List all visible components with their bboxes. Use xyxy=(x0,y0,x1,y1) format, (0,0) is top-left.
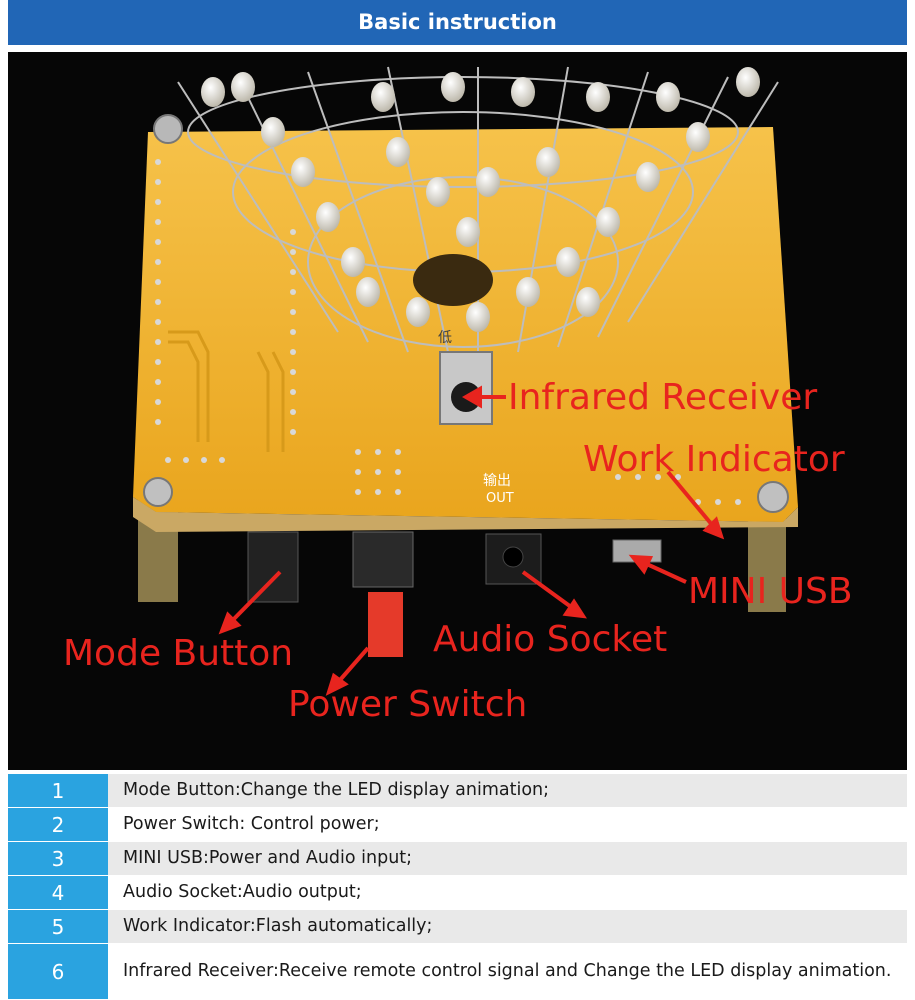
instruction-table: 1 Mode Button:Change the LED display ani… xyxy=(8,774,907,1000)
row-number: 4 xyxy=(8,876,108,909)
board-output-en: OUT xyxy=(486,491,514,506)
callout-power-switch: Power Switch xyxy=(288,684,528,725)
page-title: Basic instruction xyxy=(358,10,557,34)
pin-header xyxy=(155,159,741,505)
led-wireframe xyxy=(177,66,779,353)
board-low-mark: 低 xyxy=(438,330,452,346)
row-number: 3 xyxy=(8,842,108,875)
screw-icon xyxy=(757,481,789,513)
power-switch-housing xyxy=(352,531,414,588)
screw-icon xyxy=(153,114,183,144)
product-photo: 低 输出 OUT Infrared Receiver Work Indicato… xyxy=(8,52,907,770)
power-switch-knob xyxy=(368,592,403,657)
callout-mini-usb: MINI USB xyxy=(688,571,853,612)
table-row: 2 Power Switch: Control power; xyxy=(8,808,907,842)
callout-work-indicator: Work Indicator xyxy=(583,439,845,480)
mode-button-component xyxy=(247,531,299,603)
center-hole xyxy=(413,254,493,306)
row-description: Mode Button:Change the LED display anima… xyxy=(108,774,907,807)
led-array xyxy=(201,67,760,332)
table-row: 1 Mode Button:Change the LED display ani… xyxy=(8,774,907,808)
row-description: Audio Socket:Audio output; xyxy=(108,876,907,909)
row-number: 5 xyxy=(8,910,108,943)
table-row: 4 Audio Socket:Audio output; xyxy=(8,876,907,910)
callout-infrared-receiver: Infrared Receiver xyxy=(508,377,818,418)
screw-icon xyxy=(143,477,173,507)
row-description: Work Indicator:Flash automatically; xyxy=(108,910,907,943)
callout-arrows xyxy=(218,385,725,696)
table-row: 5 Work Indicator:Flash automatically; xyxy=(8,910,907,944)
pcb-edge xyxy=(133,497,798,532)
row-number: 1 xyxy=(8,774,108,807)
callout-audio-socket: Audio Socket xyxy=(433,619,668,660)
board-output-cn: 输出 xyxy=(483,473,511,489)
pcb-traces xyxy=(168,330,285,452)
audio-jack-hole xyxy=(502,546,524,568)
header-bar: Basic instruction xyxy=(8,0,907,45)
row-number: 2 xyxy=(8,808,108,841)
table-row: 6 Infrared Receiver:Receive remote contr… xyxy=(8,944,907,1000)
board-illustration: 低 输出 OUT xyxy=(133,66,798,696)
standoff-right xyxy=(748,517,786,612)
row-description: Infrared Receiver:Receive remote control… xyxy=(108,944,907,999)
row-description: Power Switch: Control power; xyxy=(108,808,907,841)
callout-mode-button: Mode Button xyxy=(63,633,294,674)
pcb-board xyxy=(133,127,798,522)
row-description: MINI USB:Power and Audio input; xyxy=(108,842,907,875)
row-number: 6 xyxy=(8,944,108,999)
table-row: 3 MINI USB:Power and Audio input; xyxy=(8,842,907,876)
